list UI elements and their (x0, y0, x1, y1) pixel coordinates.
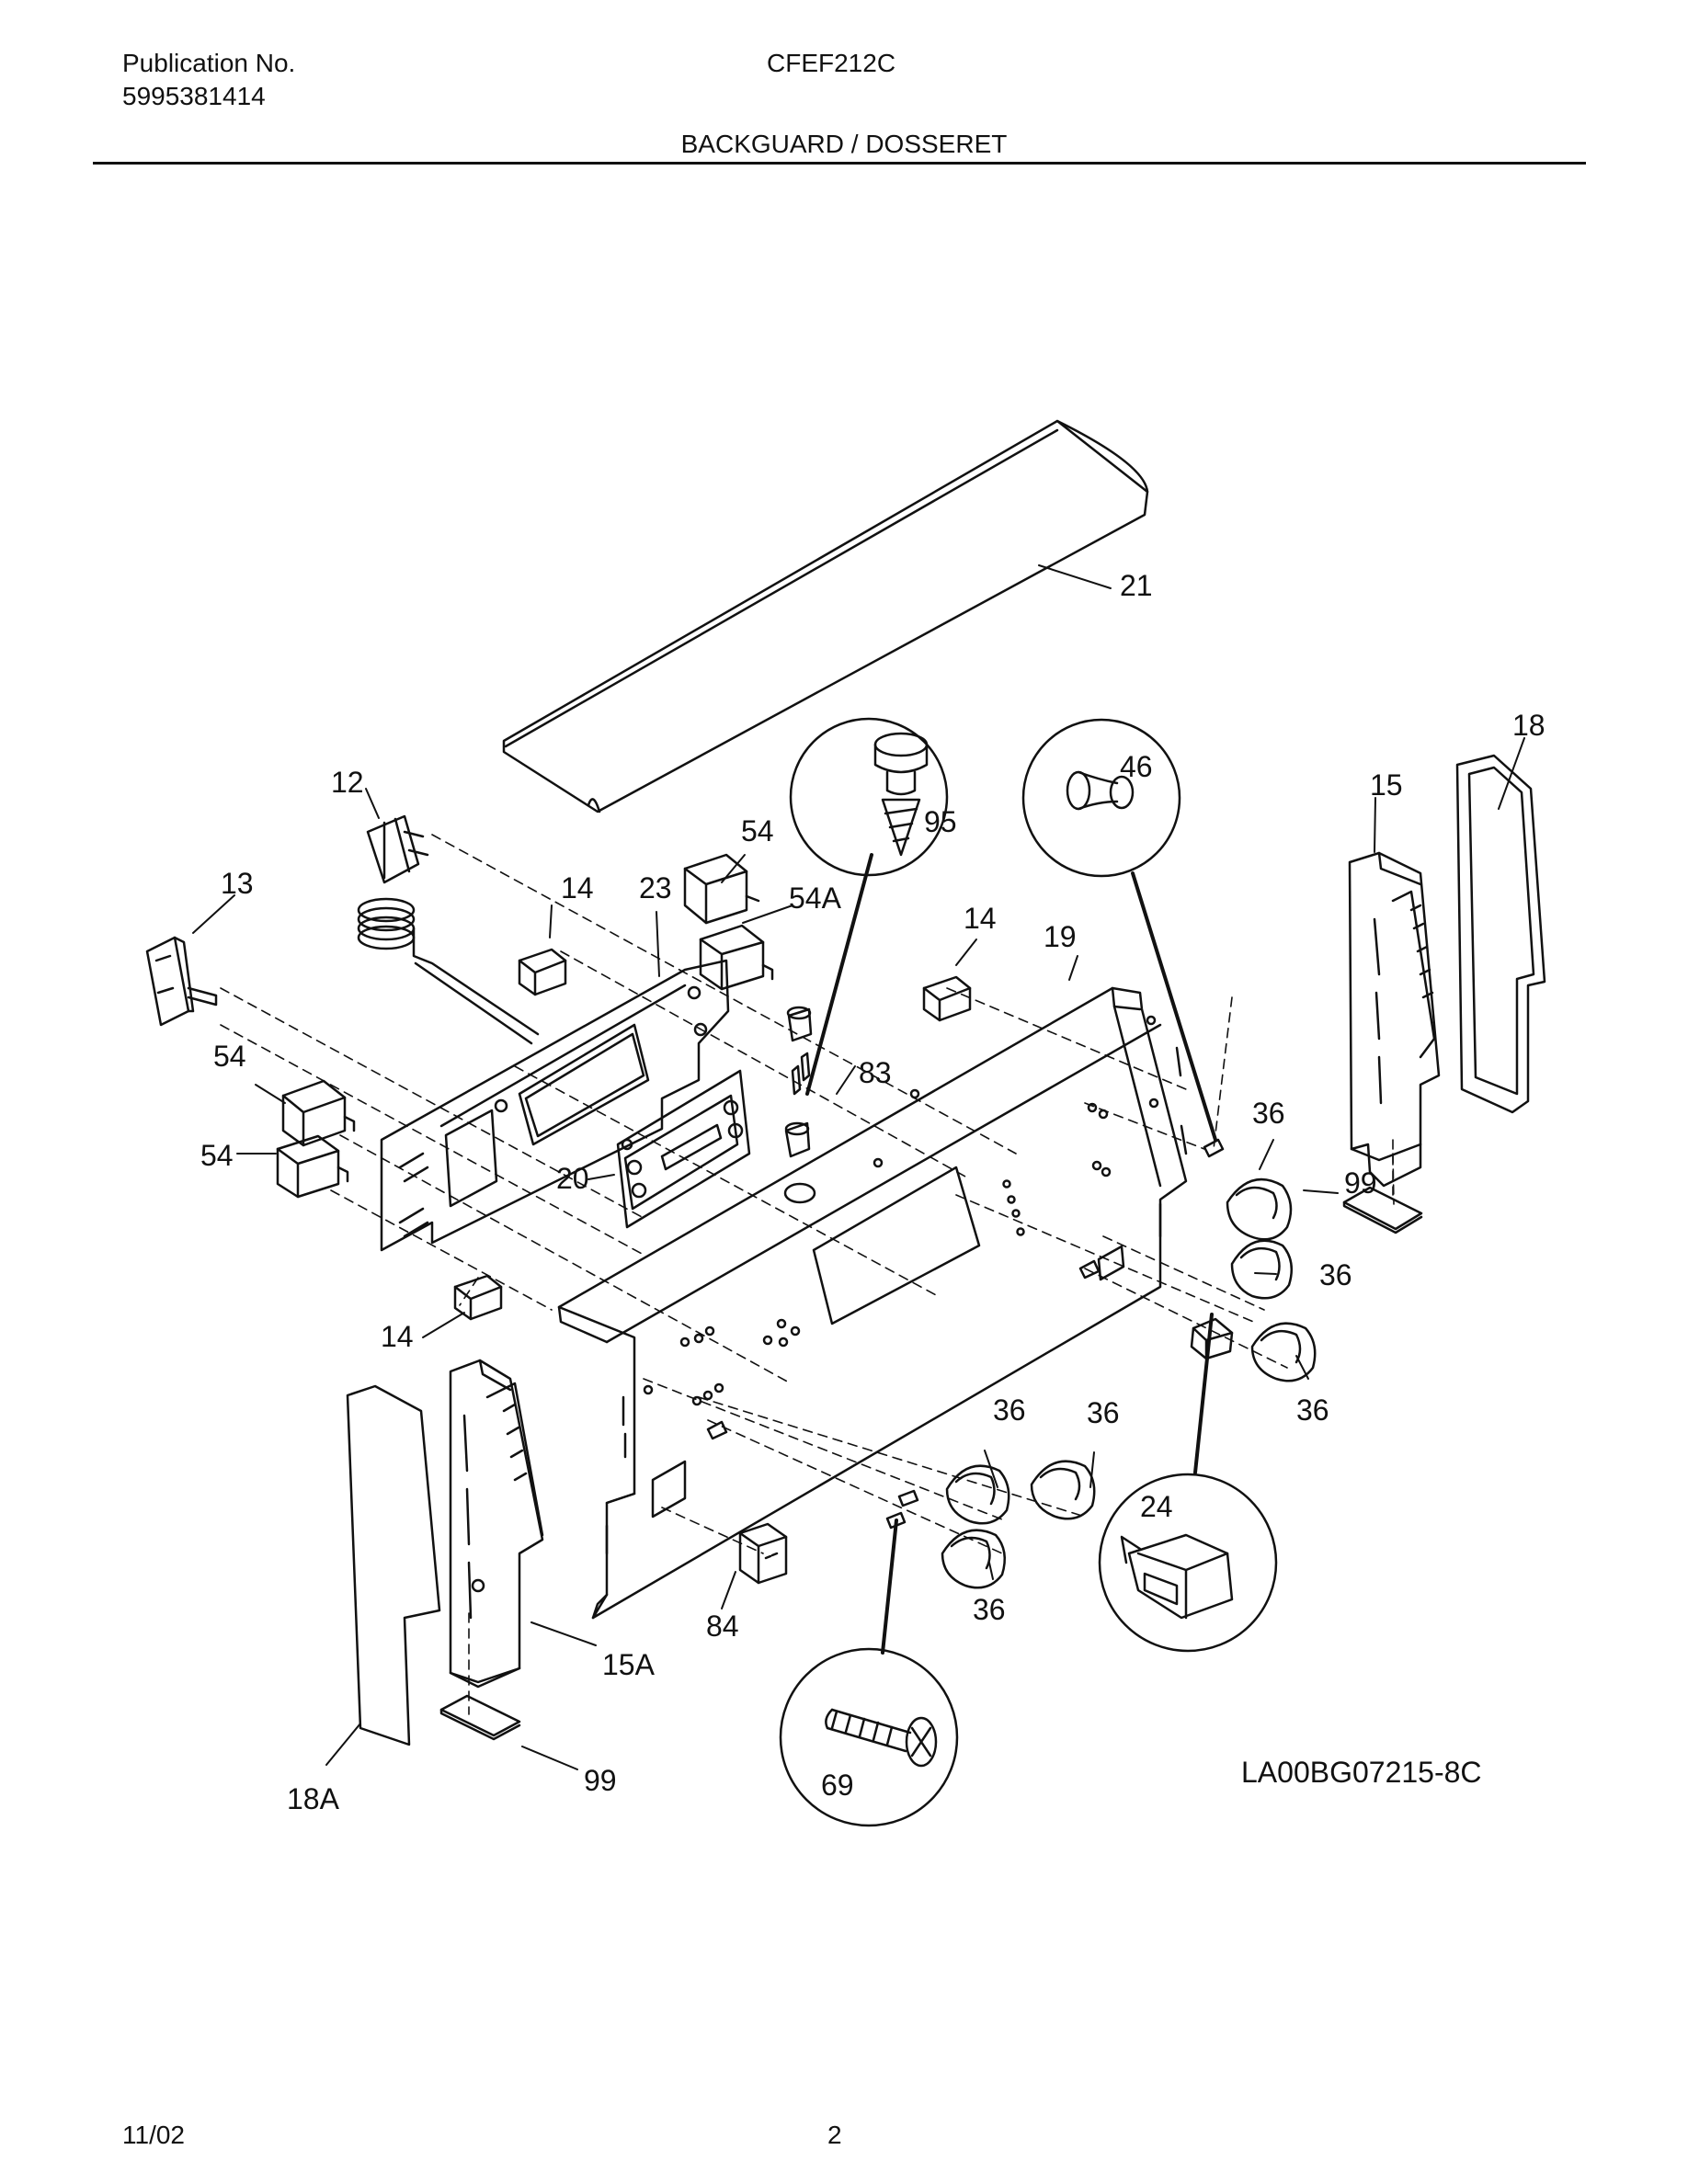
knob-part-36-d (945, 1464, 1010, 1525)
callout-36-a: 36 (1252, 1097, 1285, 1130)
knob-part-36-b (1230, 1239, 1294, 1300)
callout-19: 19 (1044, 920, 1077, 953)
switch-part-13 (145, 936, 218, 1027)
callout-21: 21 (1120, 569, 1153, 602)
indicator-part-14-low (453, 1274, 503, 1321)
callout-14-low: 14 (381, 1320, 414, 1353)
leader-lines (192, 564, 1525, 1770)
callout-15: 15 (1370, 768, 1403, 802)
control-board-part-20 (616, 1069, 751, 1229)
connectors-part-83 (784, 1006, 813, 1158)
callout-labels: 21 18 46 95 15 12 54 13 14 23 54A 14 19 … (200, 569, 1545, 1815)
header-rule (93, 162, 1586, 165)
bracket-part-23 (380, 959, 730, 1252)
callout-36-b: 36 (1319, 1258, 1352, 1291)
callout-23: 23 (639, 871, 672, 904)
section-title: BACKGUARD / DOSSERET (680, 130, 1008, 158)
knob-part-36-e (1030, 1460, 1096, 1520)
callout-84: 84 (706, 1610, 739, 1643)
callout-99-left: 99 (584, 1764, 617, 1797)
callout-54a: 54A (789, 882, 842, 915)
callout-36-c: 36 (1296, 1393, 1329, 1427)
drawing-id: LA00BG07215-8C (1241, 1756, 1482, 1789)
rocker-part-24-small (1190, 1317, 1234, 1360)
detail-circle-46 (1021, 718, 1181, 878)
indicator-part-14-left (518, 948, 567, 996)
assembly-lines (220, 834, 1395, 1715)
detail-circle-95 (789, 717, 949, 877)
magnify-leaders (805, 853, 1217, 1655)
knob-part-36-f (941, 1529, 1007, 1589)
callout-95: 95 (924, 805, 957, 838)
callout-12: 12 (331, 766, 364, 799)
footer-date: 11/02 (122, 2121, 185, 2149)
indicator-part-14-mid (922, 975, 972, 1022)
backguard-panel-part-19 (557, 986, 1188, 1620)
switch-part-54a (699, 924, 774, 991)
thermostat-part-12 (357, 814, 540, 1045)
switch-part-54-low (276, 1134, 349, 1199)
switch-part-54-top (683, 853, 760, 925)
screws (706, 1138, 1225, 1530)
callout-13: 13 (221, 867, 254, 900)
endcap-part-18 (1455, 754, 1546, 1114)
callout-14-left: 14 (561, 871, 594, 904)
trim-part-21 (502, 419, 1149, 813)
bracket-part-15a (449, 1359, 544, 1689)
endcap-part-18a (346, 1384, 441, 1746)
callout-36-f: 36 (973, 1593, 1006, 1626)
callout-18a: 18A (287, 1782, 340, 1815)
publication-number: 5995381414 (122, 82, 266, 110)
callout-54-mid: 54 (213, 1040, 246, 1073)
callout-54-low: 54 (200, 1139, 234, 1172)
page-number: 2 (827, 2121, 842, 2149)
publication-label: Publication No. (122, 49, 296, 77)
callout-15a: 15A (602, 1648, 656, 1681)
callout-83: 83 (859, 1056, 892, 1089)
shim-part-99-left (439, 1694, 521, 1741)
knob-part-36-c (1250, 1322, 1317, 1382)
callout-20: 20 (556, 1162, 589, 1195)
callout-99-right: 99 (1344, 1166, 1377, 1200)
callout-36-d: 36 (993, 1393, 1026, 1427)
detail-circle-69 (779, 1647, 959, 1827)
callout-18: 18 (1512, 709, 1545, 742)
knob-part-36-a (1226, 1177, 1293, 1241)
bracket-part-15 (1348, 851, 1441, 1188)
callout-54-top: 54 (741, 814, 774, 847)
model-number: CFEF212C (767, 49, 896, 77)
receptacle-part-84 (738, 1522, 788, 1585)
callout-69: 69 (821, 1769, 854, 1802)
callout-24: 24 (1140, 1490, 1173, 1523)
callout-14-mid: 14 (964, 902, 997, 935)
shim-part-99-right (1342, 1186, 1423, 1234)
callout-46: 46 (1120, 750, 1153, 783)
detail-circle-24 (1098, 1473, 1278, 1653)
callout-36-e: 36 (1087, 1396, 1120, 1429)
